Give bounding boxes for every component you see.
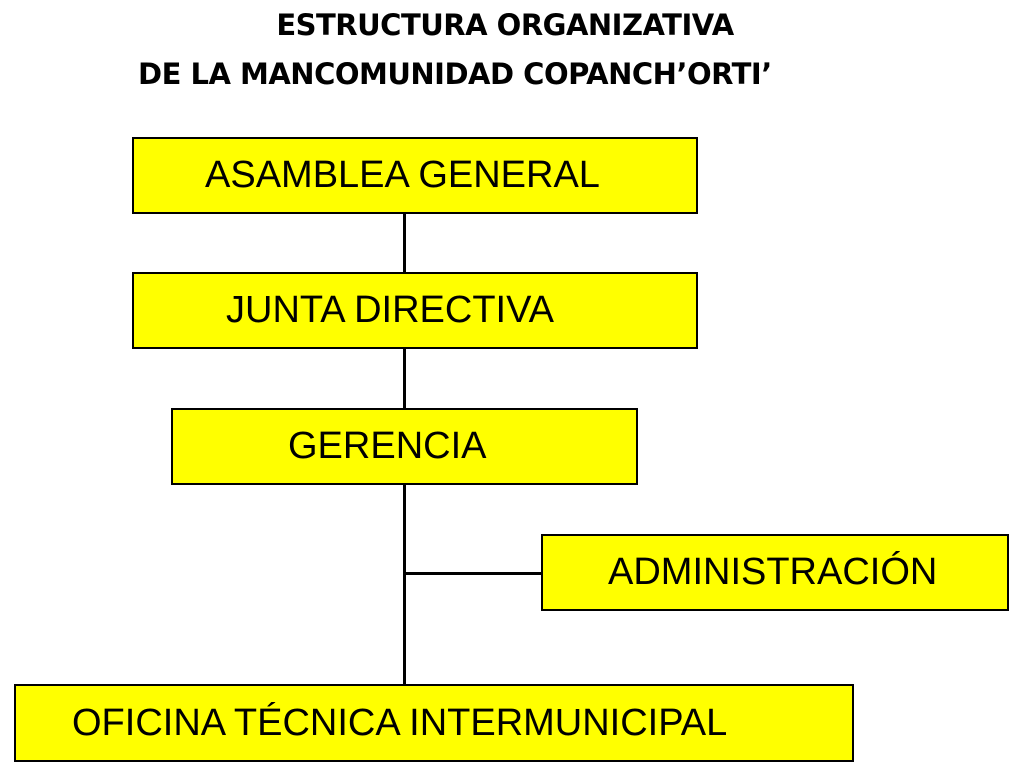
node-administracion-label: ADMINISTRACIÓN — [608, 551, 938, 593]
node-asamblea-general: ASAMBLEA GENERAL — [132, 137, 698, 214]
node-junta-directiva: JUNTA DIRECTIVA — [132, 272, 698, 349]
node-gerencia: GERENCIA — [171, 408, 638, 485]
node-oficina-tecnica-label: OFICINA TÉCNICA INTERMUNICIPAL — [72, 701, 728, 744]
chart-title-line-2: DE LA MANCOMUNIDAD COPANCH’ORTI’ — [138, 57, 772, 91]
node-administracion: ADMINISTRACIÓN — [541, 534, 1009, 611]
connector-gerencia-oficina — [403, 485, 406, 684]
connector-branch-administracion — [406, 572, 541, 575]
node-asamblea-general-label: ASAMBLEA GENERAL — [205, 154, 600, 196]
node-oficina-tecnica: OFICINA TÉCNICA INTERMUNICIPAL — [14, 684, 854, 762]
chart-title-line-1: ESTRUCTURA ORGANIZATIVA — [276, 8, 734, 42]
connector-junta-gerencia — [403, 349, 406, 408]
node-junta-directiva-label: JUNTA DIRECTIVA — [226, 289, 554, 331]
connector-asamblea-junta — [403, 214, 406, 272]
node-gerencia-label: GERENCIA — [288, 425, 487, 467]
